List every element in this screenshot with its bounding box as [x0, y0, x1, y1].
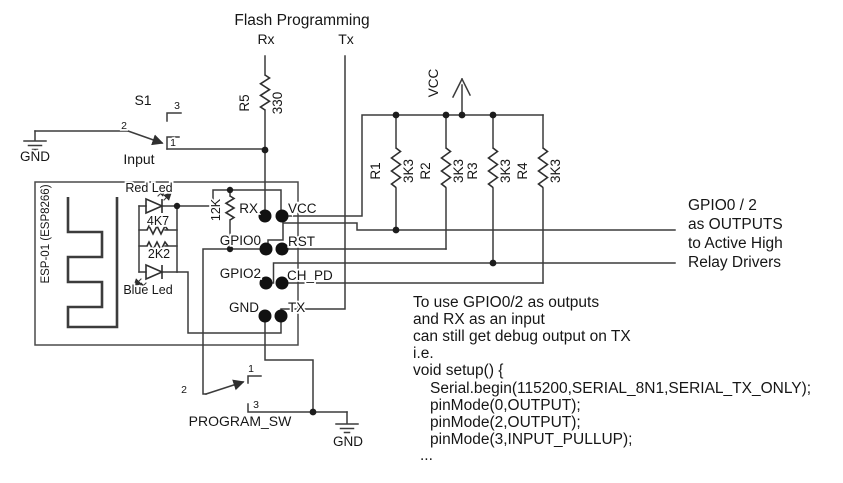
code-line2: and RX as an input	[413, 311, 546, 328]
vcc-rail-label: VCC	[426, 69, 441, 98]
r2-name: R2	[418, 162, 433, 179]
resistor-4k7	[146, 224, 169, 236]
red-led-icon	[145, 197, 164, 215]
pad-gpio2	[259, 276, 273, 290]
code-note: To use GPIO0/2 as outputs and RX as an i…	[411, 292, 813, 466]
gpio-note-line2: as OUTPUTS	[688, 216, 783, 233]
r1-value: 3K3	[401, 159, 416, 183]
flash-programming-title: Flash Programming	[234, 12, 369, 29]
gpio-note-line3: to Active High	[688, 235, 783, 252]
pin-label-rx: RX	[239, 201, 258, 216]
esp01-module-label: ESP-01 (ESP8266)	[40, 184, 52, 283]
code-line1: To use GPIO0/2 as outputs	[413, 294, 599, 311]
code-line7: pinMode(0,OUTPUT);	[430, 397, 581, 414]
pin-label-gnd: GND	[229, 300, 259, 315]
s1-pin3: 3	[174, 100, 180, 112]
code-line9: pinMode(3,INPUT_PULLUP);	[430, 431, 632, 448]
pin-label-chpd: CH_PD	[287, 268, 333, 283]
gpio0-output-net	[267, 222, 676, 250]
gpio-note-line4: Relay Drivers	[688, 254, 781, 271]
resistor-r4	[537, 147, 549, 189]
program-sw-pin1: 1	[248, 363, 254, 375]
pullup-resistors	[390, 114, 549, 284]
pin-label-gpio2: GPIO2	[220, 266, 261, 281]
resistor-r3	[487, 147, 499, 189]
pad-rst	[275, 242, 289, 256]
flash-rx-label: Rx	[257, 31, 274, 47]
r3-name: R3	[465, 162, 480, 179]
s1-name: S1	[134, 92, 151, 108]
program-sw-pin2: 2	[181, 384, 187, 396]
tx-pad-net	[176, 271, 282, 334]
program-sw-pin3: 3	[253, 399, 259, 411]
flash-tx-label: Tx	[338, 31, 354, 47]
r1-name: R1	[368, 162, 383, 179]
pin-label-gpio0: GPIO0	[220, 233, 261, 248]
pad-gnd	[258, 309, 272, 323]
gpio-note-line1: GPIO0 / 2	[688, 197, 757, 214]
s1-blade	[127, 130, 164, 146]
resistor-r1	[390, 147, 402, 189]
code-line6: Serial.begin(115200,SERIAL_8N1,SERIAL_TX…	[430, 380, 811, 397]
esp01-pads	[258, 209, 289, 323]
switch-s1	[23, 112, 266, 151]
pad-tx	[274, 309, 288, 323]
program-sw-blade	[205, 379, 245, 395]
code-line4: i.e.	[413, 345, 434, 362]
input-label: Input	[123, 151, 154, 167]
code-line10: ...	[420, 447, 433, 464]
r4-value: 3K3	[548, 159, 563, 183]
resistor-2k2-label: 2K2	[148, 247, 170, 261]
r4-name: R4	[515, 162, 530, 180]
pin-label-vcc: VCC	[288, 201, 317, 216]
pin-label-tx: TX	[288, 300, 305, 315]
pad-rx	[258, 209, 272, 223]
resistor-2k2	[146, 240, 169, 252]
blue-led-icon	[145, 263, 164, 281]
s1-gnd-label: GND	[20, 149, 50, 164]
gnd-pad-net	[264, 315, 314, 413]
pad-vcc	[275, 209, 289, 223]
code-line3: can still get debug output on TX	[413, 328, 631, 345]
s1-pin2: 2	[121, 120, 127, 132]
pcb-antenna	[66, 197, 119, 329]
blue-led-label: Blue Led	[123, 283, 172, 297]
s1-pin1: 1	[170, 137, 176, 149]
resistor-r2	[440, 147, 452, 189]
gpio-output-note: GPIO0 / 2 as OUTPUTS to Active High Rela…	[686, 195, 784, 273]
red-led-label: Red Led	[125, 181, 172, 195]
led-vcc-wire	[176, 189, 282, 212]
led-network	[133, 188, 282, 291]
pad-chpd	[275, 276, 289, 290]
program-switch	[202, 248, 359, 434]
resistor-12k	[224, 195, 236, 221]
junction-dots	[173, 111, 497, 416]
gpio0-switch-wire	[202, 248, 267, 395]
r5-name: R5	[237, 94, 252, 111]
r5-value: 330	[270, 92, 285, 115]
r2-value: 3K3	[451, 159, 466, 183]
r3-value: 3K3	[498, 159, 513, 183]
code-line8: pinMode(2,OUTPUT);	[430, 414, 581, 431]
resistor-r5	[259, 74, 271, 111]
pin-label-rst: RST	[288, 234, 315, 249]
pad-gpio0	[259, 242, 273, 256]
resistor-4k7-label: 4K7	[147, 214, 169, 228]
vcc-rail	[281, 77, 544, 217]
code-line5: void setup() {	[413, 362, 503, 379]
resistor-12k-label: 12K	[209, 198, 223, 221]
program-sw-gnd-label: GND	[333, 434, 363, 449]
program-sw-name: PROGRAM_SW	[189, 413, 292, 429]
